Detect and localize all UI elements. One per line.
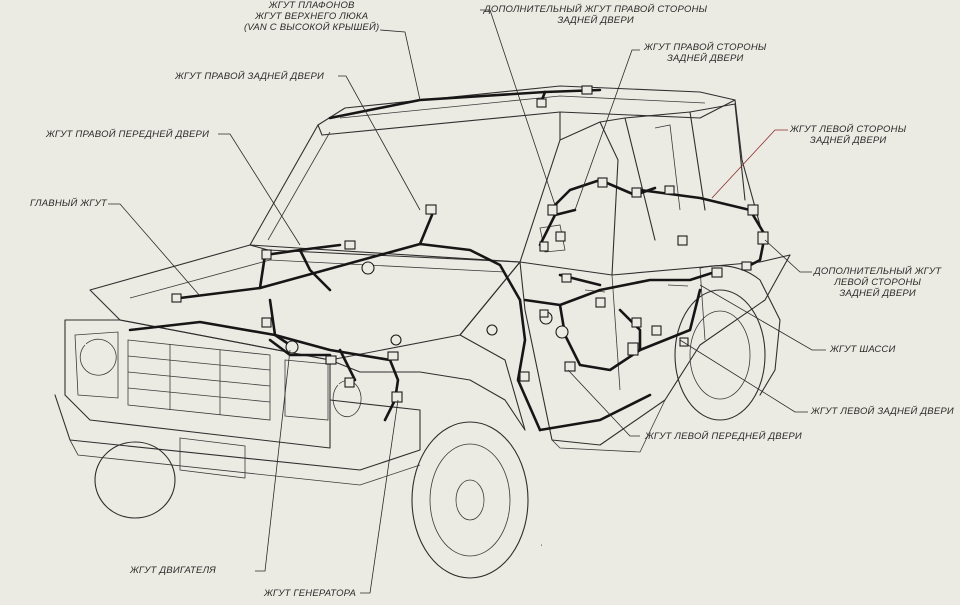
label-left-side-rear-door-extra-harness: ДОПОЛНИТЕЛЬНЫЙ ЖГУТ ЛЕВОЙ СТОРОНЫ ЗАДНЕЙ… [814, 266, 942, 299]
label-right-side-rear-door-harness: ЖГУТ ПРАВОЙ СТОРОНЫ ЗАДНЕЙ ДВЕРИ [644, 42, 767, 64]
connectors [171, 85, 769, 403]
label-chassis-harness: ЖГУТ ШАССИ [830, 344, 896, 355]
label-main-harness: ГЛАВНЫЙ ЖГУТ [30, 198, 107, 209]
harness-lines [128, 88, 767, 432]
label-right-rear-door-harness: ЖГУТ ПРАВОЙ ЗАДНЕЙ ДВЕРИ [175, 71, 325, 82]
label-roof-harness: ЖГУТ ПЛАФОНОВ ЖГУТ ВЕРХНЕГО ЛЮКА (VAN С … [244, 0, 380, 33]
svg-text:ˈ: ˈ [540, 544, 543, 555]
label-engine-harness: ЖГУТ ДВИГАТЕЛЯ [130, 565, 216, 576]
label-generator-harness: ЖГУТ ГЕНЕРАТОРА [264, 588, 356, 599]
label-right-side-rear-door-extra-harness: ДОПОЛНИТЕЛЬНЫЙ ЖГУТ ПРАВОЙ СТОРОНЫ ЗАДНЕ… [484, 4, 708, 26]
label-left-rear-door-harness: ЖГУТ ЛЕВОЙ ЗАДНЕЙ ДВЕРИ [811, 406, 954, 417]
vehicle-body [54, 85, 791, 579]
label-right-front-door-harness: ЖГУТ ПРАВОЙ ПЕРЕДНЕЙ ДВЕРИ [46, 129, 210, 140]
label-left-side-rear-door-harness: ЖГУТ ЛЕВОЙ СТОРОНЫ ЗАДНЕЙ ДВЕРИ [790, 124, 907, 146]
label-left-front-door-harness: ЖГУТ ЛЕВОЙ ПЕРЕДНЕЙ ДВЕРИ [645, 431, 802, 442]
leader-lines [108, 9, 826, 594]
